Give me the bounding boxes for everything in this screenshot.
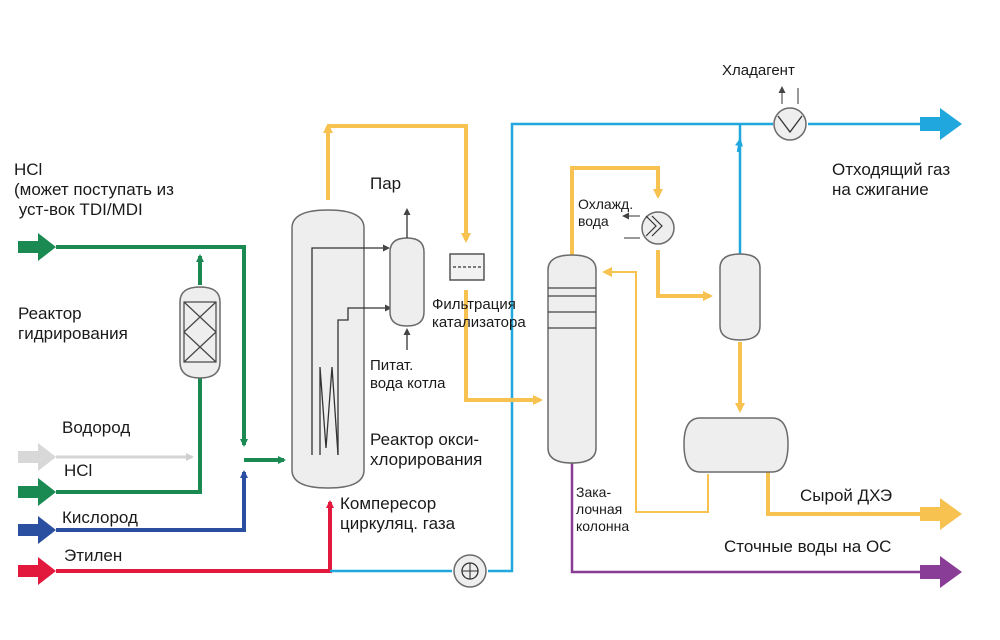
separator-drum (719, 253, 761, 341)
label-oxygen: Кислород (62, 508, 138, 527)
label-compressor: Компересор циркуляц. газа (340, 494, 456, 533)
label-cooling-water: Охлажд. вода (578, 196, 634, 229)
steam-drum (389, 208, 425, 350)
label-oxy-reactor: Реактор окси- хлорирования (370, 430, 483, 469)
label-boiler-water: Питат. вода котла (370, 357, 446, 392)
label-off-gas: Отходящий газ на сжигание (832, 160, 951, 199)
process-lines (323, 123, 920, 516)
off-gas-arrow (920, 108, 962, 140)
crude-edc-arrow (920, 498, 962, 530)
feed-arrow-ethylene (18, 557, 56, 585)
label-ethylene: Этилен (64, 546, 123, 565)
label-steam: Пар (370, 174, 402, 193)
feed-arrow-hcl (18, 233, 56, 261)
waste-water-arrow (920, 556, 962, 588)
oxygen-line (56, 470, 248, 532)
label-filtration: Фильтрация катализатора (432, 296, 526, 331)
label-hcl: HCl (64, 461, 93, 480)
label-hcl-feed: HCl (может поступать из уст-вок TDI/MDI (14, 160, 174, 219)
feed-arrow-oxygen (18, 516, 56, 544)
catalyst-filter (449, 253, 485, 281)
hydrogenation-reactor (179, 286, 221, 379)
circulation-gas-line (330, 122, 920, 573)
hcl-lines (56, 245, 286, 494)
label-hydrogen: Водород (62, 418, 131, 437)
feed-arrow-hcl-2 (18, 478, 56, 506)
label-crude-edc: Сырой ДХЭ (800, 486, 893, 505)
recycle-line (602, 267, 709, 513)
coil-icon (319, 366, 339, 456)
refrigerant-cooler (773, 86, 807, 141)
quench-column (547, 254, 597, 464)
label-quench: Зака- лочная колонна (576, 484, 630, 534)
feed-arrow-hydrogen (18, 443, 56, 471)
settler-vessel (683, 417, 789, 473)
oxychlorination-reactor (291, 209, 392, 489)
label-refrigerant: Хладагент (722, 62, 795, 79)
water-cooler (622, 211, 675, 245)
label-waste-water: Сточные воды на ОС (724, 537, 892, 556)
compressor-icon (453, 554, 487, 588)
waste-water-line (570, 462, 920, 574)
label-hydro-reactor: Реактор гидрирования (18, 304, 128, 343)
